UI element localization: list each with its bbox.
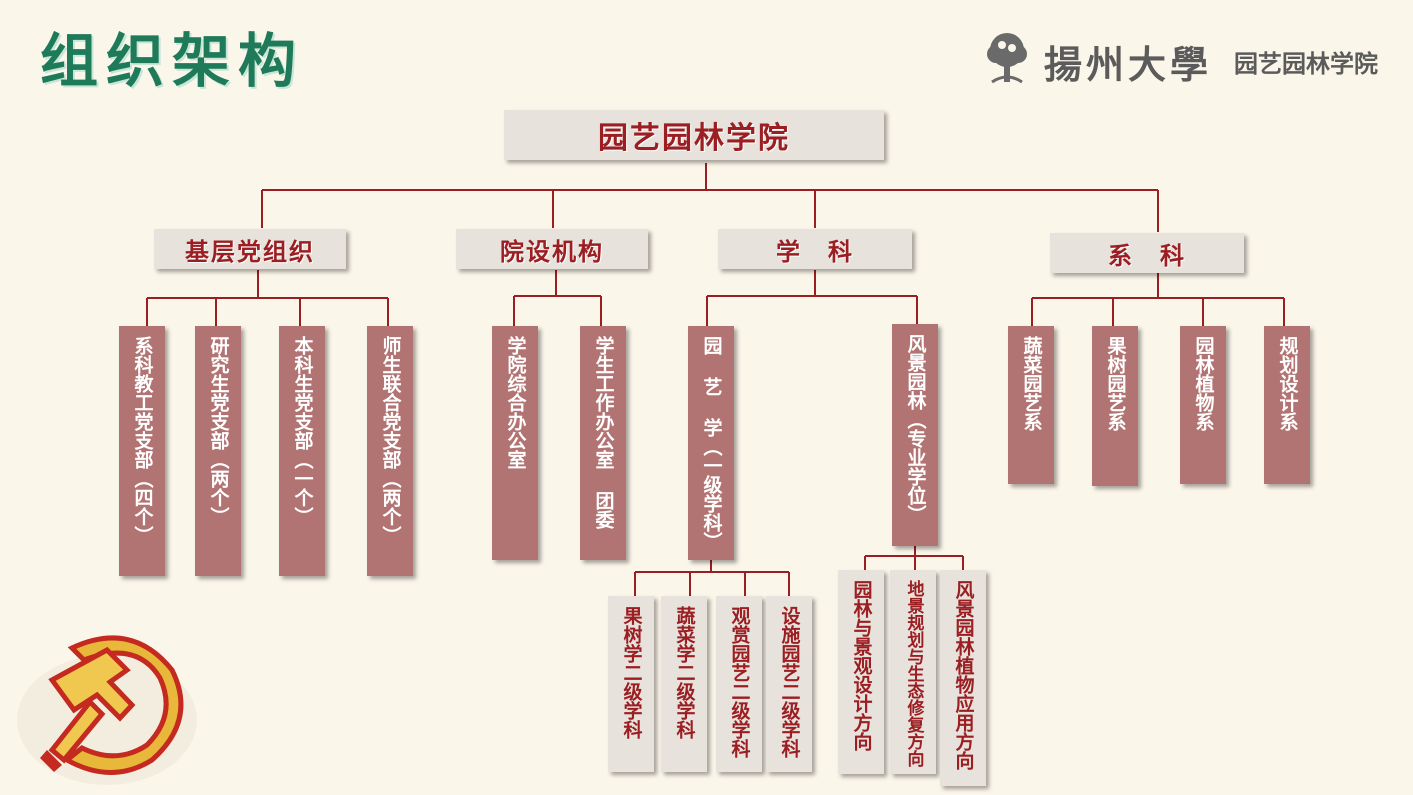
node-label: 研究生党支部（两个） <box>207 336 230 526</box>
discipline-landscape: 风景园林（专业学位） <box>892 324 938 546</box>
node-label: 规划设计系 <box>1276 336 1299 431</box>
node-label: 师生联合党支部（两个） <box>379 336 402 545</box>
department-vegetable: 蔬菜园艺系 <box>1008 326 1054 484</box>
discipline-horticulture: 园 艺 学（一级学科） <box>688 326 734 560</box>
office-student-affairs: 学生工作办公室 团委 <box>580 326 626 560</box>
node-label: 果树学二级学科 <box>620 606 643 739</box>
direction-plant-application: 风景园林植物应用方向 <box>940 570 986 786</box>
node-label: 观赏园艺二级学科 <box>728 606 751 758</box>
node-label: 蔬菜学二级学科 <box>673 606 696 739</box>
node-label: 本科生党支部（一个） <box>291 336 314 526</box>
office-general: 学院综合办公室 <box>492 326 538 560</box>
subdiscipline-olericulture: 蔬菜学二级学科 <box>661 596 707 772</box>
department-fruit-tree: 果树园艺系 <box>1092 326 1138 486</box>
node-label: 园 艺 学（一级学科） <box>700 336 723 551</box>
branch-party-organizations: 基层党组织 <box>154 229 346 269</box>
university-name: 揚州大學 <box>1044 42 1213 87</box>
node-label: 果树园艺系 <box>1104 336 1127 431</box>
root-node: 园艺园林学院 <box>504 110 884 160</box>
node-label: 设施园艺二级学科 <box>778 606 801 758</box>
branch-disciplines: 学 科 <box>718 229 912 269</box>
party-branch-joint: 师生联合党支部（两个） <box>367 326 413 576</box>
party-emblem-icon <box>17 635 197 785</box>
node-label: 风景园林植物应用方向 <box>952 580 975 770</box>
node-label: 学生工作办公室 团委 <box>592 336 615 529</box>
page-title: 组织架构 <box>40 27 305 95</box>
college-name-header: 园艺园林学院 <box>1234 50 1378 78</box>
branch-institutions: 院设机构 <box>456 229 648 269</box>
node-label: 园林与景观设计方向 <box>850 580 873 751</box>
subdiscipline-ornamental: 观赏园艺二级学科 <box>716 596 762 772</box>
party-branch-faculty: 系科教工党支部（四个） <box>119 326 165 576</box>
party-branch-undergraduate: 本科生党支部（一个） <box>279 326 325 576</box>
direction-ecological-restoration: 地景规划与生态修复方向 <box>890 570 936 774</box>
party-branch-graduate: 研究生党支部（两个） <box>195 326 241 576</box>
subdiscipline-pomology: 果树学二级学科 <box>608 596 654 772</box>
department-planning-design: 规划设计系 <box>1264 326 1310 484</box>
subdiscipline-facility: 设施园艺二级学科 <box>766 596 812 772</box>
node-label: 地景规划与生态修复方向 <box>903 580 924 767</box>
tree-emblem-icon <box>987 33 1027 84</box>
node-label: 蔬菜园艺系 <box>1020 336 1043 431</box>
node-label: 学院综合办公室 <box>504 336 527 469</box>
node-label: 系科教工党支部（四个） <box>131 336 154 545</box>
direction-landscape-design: 园林与景观设计方向 <box>838 570 884 774</box>
node-label: 风景园林（专业学位） <box>904 334 927 524</box>
department-landscape-plants: 园林植物系 <box>1180 326 1226 484</box>
branch-departments: 系 科 <box>1050 233 1244 273</box>
node-label: 园林植物系 <box>1192 336 1215 431</box>
